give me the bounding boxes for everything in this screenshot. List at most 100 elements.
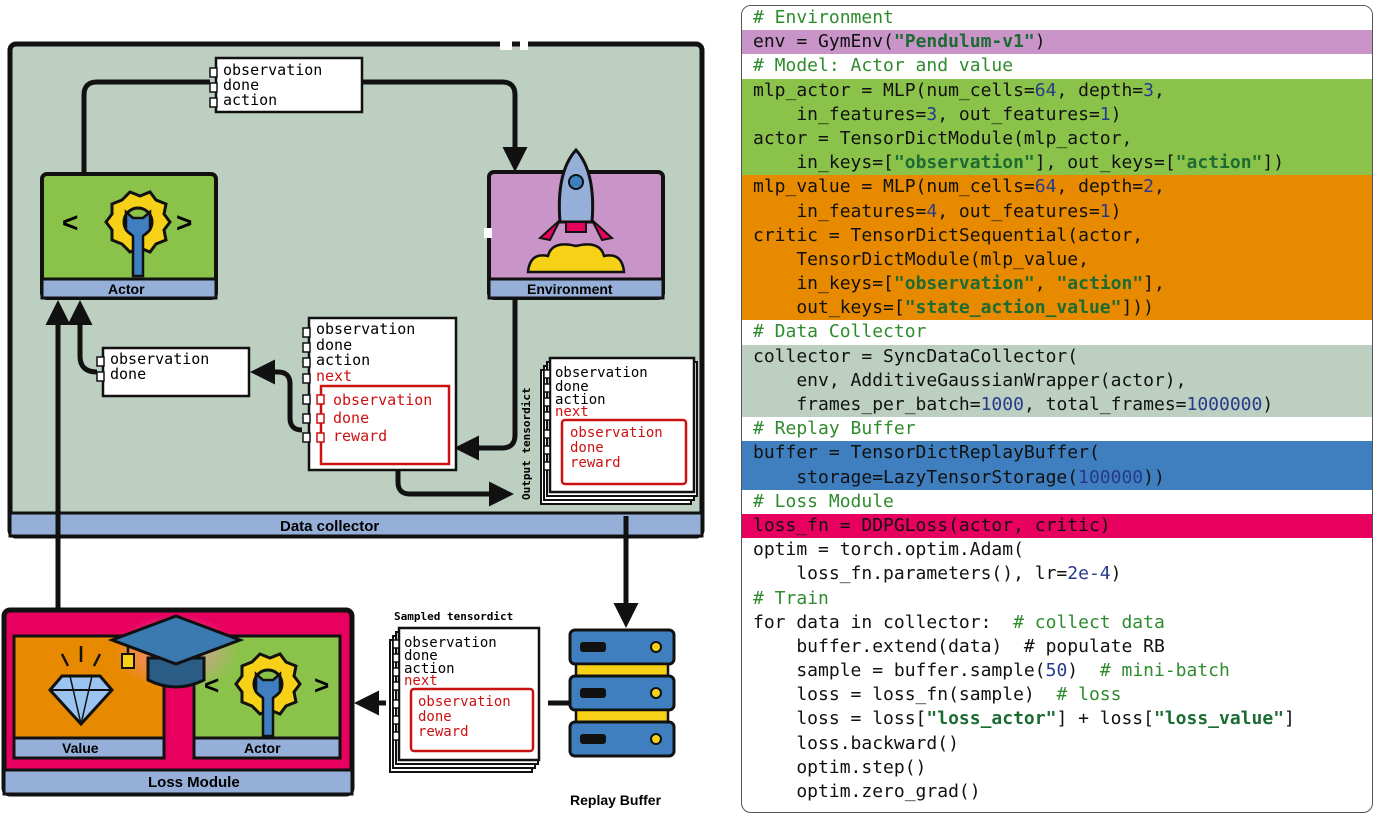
left-key-1: done (110, 365, 146, 383)
actor-box: Actor < > (40, 172, 218, 300)
code-token: optim = torch.optim.Adam( (753, 539, 1024, 561)
center-tensordict: observation done action next observation… (302, 316, 458, 472)
code-token: "state_action_value" (904, 297, 1122, 319)
environment-label: Environment (527, 281, 613, 297)
code-token: in_features= (753, 200, 927, 222)
code-token: 1 (1099, 103, 1111, 125)
code-token: 3 (1143, 79, 1154, 101)
code-line: buffer = TensorDictReplayBuffer( (742, 441, 1372, 466)
code-token: ) (1034, 31, 1046, 53)
output-key-0: observation (555, 365, 648, 381)
code-token: )) (1143, 466, 1165, 488)
code-left-bracket-icon: < (62, 207, 78, 238)
sampled-next-key-2: reward (418, 724, 469, 740)
sampled-tensordict-label: Sampled tensordict (394, 610, 513, 623)
code-token: in_keys=[ (753, 152, 894, 174)
code-token: loss_fn.parameters(), lr= (753, 563, 1068, 585)
left-key-0: observation (110, 350, 209, 368)
value-label: Value (62, 740, 99, 756)
gear-wrench-icon (234, 652, 302, 738)
top-tensordict: observation done action (209, 56, 364, 114)
code-token: buffer.extend(data) # populate RB (753, 635, 1165, 657)
code-token: "Pendulum-v1" (893, 31, 1035, 53)
code-token: , out_features= (937, 200, 1100, 222)
code-line: # Train (742, 586, 1372, 611)
code-line: sample = buffer.sample(50) # mini-batch (742, 659, 1372, 684)
code-token: optim.zero_grad() (753, 781, 981, 802)
code-token: , (1034, 273, 1057, 295)
code-token: ) (1110, 200, 1122, 222)
code-token: "action" (1175, 152, 1263, 174)
replay-buffer-label: Replay Buffer (570, 792, 662, 808)
output-key-1: done (555, 379, 589, 395)
code-token: env = GymEnv( (753, 31, 894, 53)
code-token: loss = loss[ (753, 708, 927, 730)
sampled-key-0: observation (404, 635, 497, 651)
code-token: # mini-batch (1099, 660, 1230, 682)
code-token: in_features= (753, 103, 927, 125)
sampled-next-key-1: done (418, 709, 452, 725)
code-token: 50 (1045, 660, 1068, 682)
code-token: storage=LazyTensorStorage( (753, 466, 1079, 488)
code-token: # Train (753, 587, 829, 609)
code-token: "action" (1056, 273, 1144, 295)
code-token: # Environment (753, 7, 894, 28)
center-next-label: next (316, 367, 352, 385)
left-tensordict: observation done (96, 346, 251, 398)
code-line: loss.backward() (742, 731, 1372, 756)
code-token: # Model: Actor and value (753, 55, 1014, 77)
code-token: 2e-4 (1067, 563, 1111, 585)
center-key-0: observation (316, 320, 415, 338)
code-line: in_keys=["observation"], out_keys=["acti… (742, 151, 1372, 176)
code-line: loss = loss["loss_actor"] + loss["loss_v… (742, 707, 1372, 732)
code-token: buffer = TensorDictReplayBuffer( (753, 442, 1100, 464)
code-line: # Environment (742, 6, 1372, 31)
code-line: for data in collector: # collect data (742, 610, 1372, 635)
code-token: in_keys=[ (753, 273, 894, 295)
code-token: frames_per_batch= (753, 394, 981, 415)
code-token: mlp_value = MLP(num_cells= (753, 176, 1035, 198)
output-tensordict: observation done action next observation… (520, 356, 698, 505)
code-token: ) (1262, 394, 1274, 415)
center-next-key-1: done (333, 409, 369, 427)
sampled-next-key-0: observation (418, 694, 511, 710)
sampled-next-label: next (404, 673, 438, 689)
sampled-key-2: action (404, 661, 455, 677)
code-token: "observation" (893, 273, 1035, 295)
code-token: 2 (1143, 176, 1154, 198)
arrow-center-to-output (395, 468, 515, 507)
code-line: in_keys=["observation", "action"], (742, 272, 1372, 297)
output-tensordict-label: Output tensordict (520, 387, 533, 500)
sampled-tensordict: Sampled tensordict observation done acti… (389, 610, 541, 773)
arrow-left-box-to-actor (67, 299, 98, 375)
loss-actor-label: Actor (244, 740, 281, 756)
code-token: ], (1143, 273, 1165, 295)
code-token: loss = loss_fn(sample) (753, 684, 1057, 706)
code-line: # Data Collector (742, 320, 1372, 345)
code-token: 64 (1034, 79, 1057, 101)
code-token: # Replay Buffer (753, 418, 916, 440)
center-key-1: done (316, 336, 352, 354)
code-token: # Loss Module (753, 490, 894, 512)
code-token: ) (1110, 103, 1122, 125)
code-token: loss.backward() (753, 732, 959, 754)
code-token: loss_fn = DDPGLoss(actor, critic) (753, 514, 1111, 536)
replay-buffer-icon (568, 628, 676, 758)
code-line: env = GymEnv("Pendulum-v1") (742, 30, 1372, 55)
code-token: ] + loss[ (1056, 708, 1154, 730)
code-token: actor = TensorDictModule(mlp_actor, (753, 127, 1133, 149)
code-line: out_keys=["state_action_value"])) (742, 296, 1372, 321)
output-next-key-0: observation (570, 425, 663, 441)
arrow-top-box-to-env (362, 79, 528, 173)
code-line: mlp_value = MLP(num_cells=64, depth=2, (742, 175, 1372, 200)
output-next-label: next (555, 404, 589, 420)
code-token: collector = SyncDataCollector( (753, 345, 1079, 367)
code-token: , out_features= (937, 103, 1100, 125)
code-token: env, AdditiveGaussianWrapper(actor), (753, 369, 1187, 391)
gear-wrench-icon (104, 190, 172, 278)
data-collector-label: Data collector (280, 518, 379, 535)
top-key-2: action (223, 91, 277, 109)
code-line: # Model: Actor and value (742, 54, 1372, 79)
code-right-bracket-icon: > (176, 207, 192, 238)
